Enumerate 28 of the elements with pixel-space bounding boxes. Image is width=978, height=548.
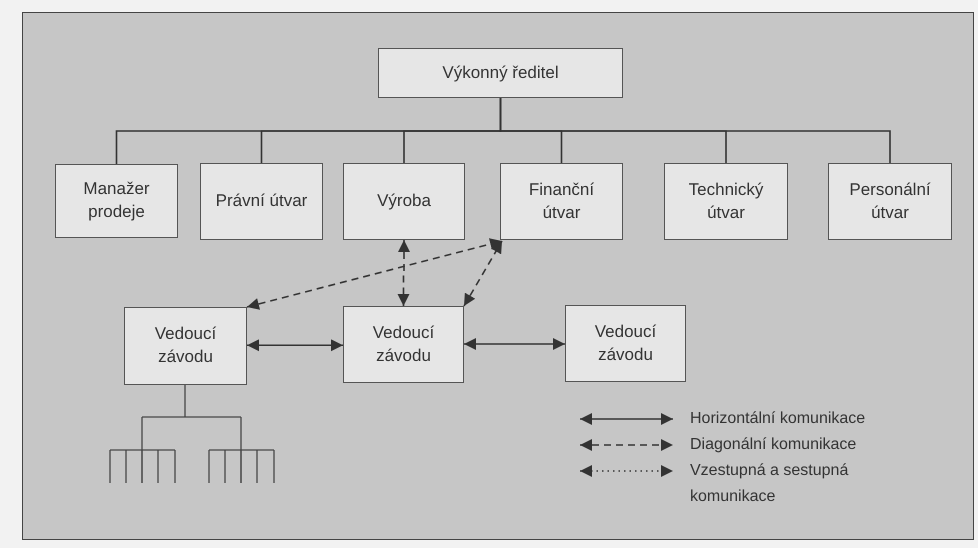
box-label: Manažer prodeje: [82, 178, 151, 223]
box-label: Personální útvar: [848, 178, 932, 224]
box-label: Výroba: [377, 190, 431, 212]
arrow: [398, 240, 410, 306]
box-label: Vedoucí závodu: [154, 323, 218, 368]
org-box: [828, 163, 952, 240]
org-box: [343, 163, 465, 240]
org-box: [200, 163, 323, 240]
org-box: [565, 305, 686, 382]
box-label: Technický útvar: [688, 178, 764, 224]
org-box: [343, 306, 464, 383]
arrow: [246, 238, 502, 310]
org-box: [55, 164, 178, 238]
legend-label: Horizontální komunikace: [690, 409, 866, 429]
box-label: Finanční útvar: [528, 178, 596, 224]
org-box: [500, 163, 623, 240]
org-box: [664, 163, 788, 240]
legend-label: Diagonální komunikace: [690, 435, 858, 455]
arrow: [247, 339, 343, 352]
org-box: [124, 307, 247, 385]
box-label: Výkonný ředitel: [442, 62, 559, 84]
box-label: Vedoucí závodu: [594, 320, 658, 366]
arrow: [464, 338, 565, 350]
legend-label: Vzestupná a sestupná komunikace: [690, 461, 850, 507]
box-label: Právní útvar: [216, 190, 308, 212]
box-label: Vedoucí závodu: [372, 322, 436, 366]
arrow: [463, 240, 503, 306]
org-box: [378, 48, 623, 98]
